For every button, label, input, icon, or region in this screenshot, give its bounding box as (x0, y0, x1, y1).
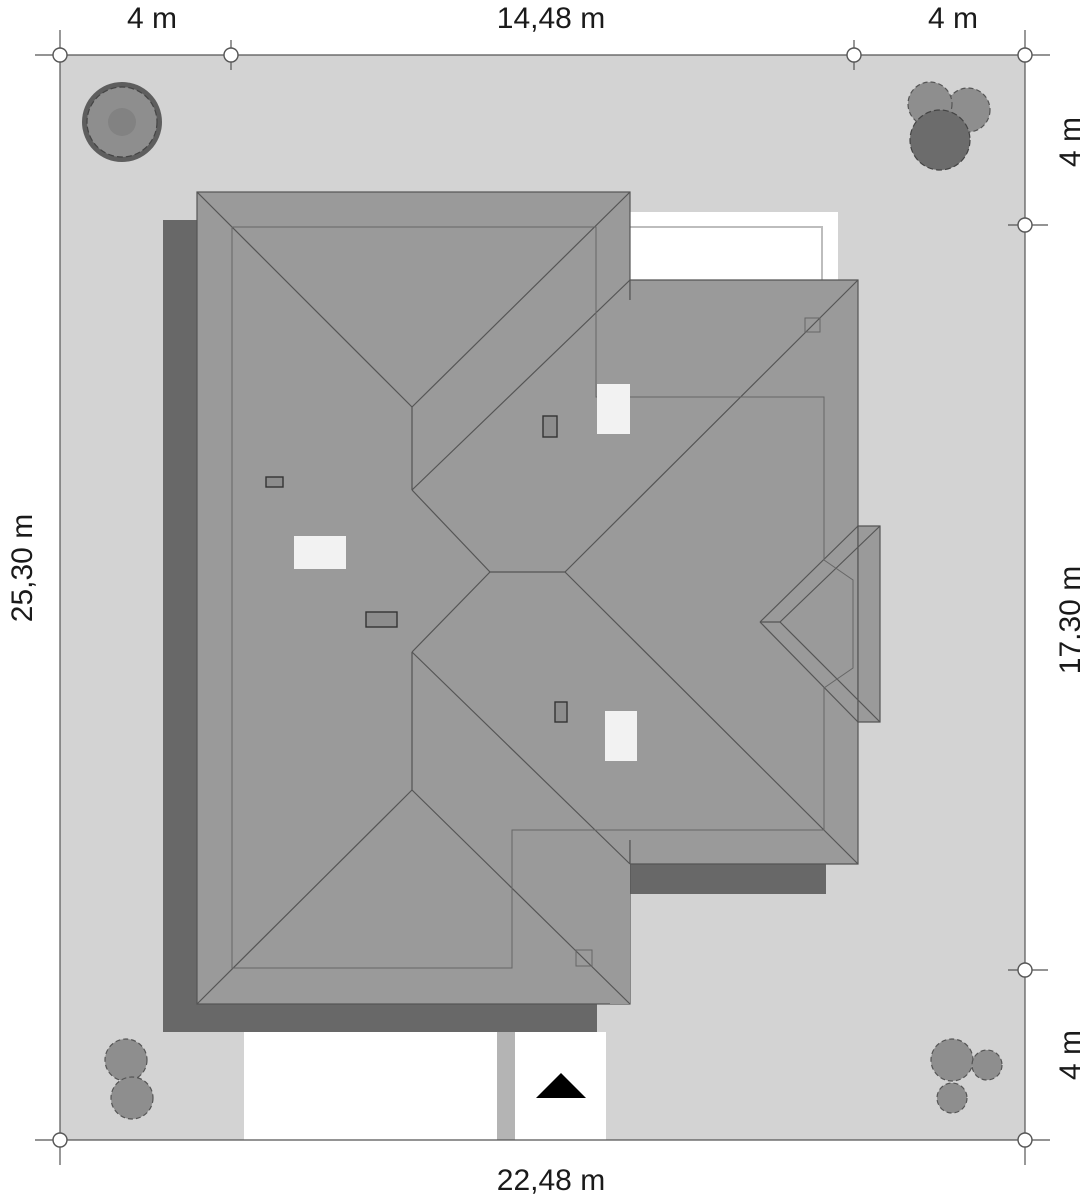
dim-left-plot-depth: 25,30 m (6, 514, 39, 622)
dimension-labels: 4 m 14,48 m 4 m 22,48 m 25,30 m 4 m 17,3… (6, 2, 1080, 1197)
driveway (497, 1005, 515, 1140)
dim-top-building-width: 14,48 m (497, 2, 605, 35)
entrance-arrow-icon (536, 1073, 586, 1098)
chimneys (265, 317, 821, 967)
dim-right-building-depth: 17,30 m (1054, 566, 1080, 674)
dim-top-left-setback: 4 m (127, 2, 177, 35)
survey-point-icon (1017, 47, 1033, 63)
survey-point-icon (223, 47, 239, 63)
tree-icon (930, 1038, 1003, 1114)
roof-skylights (294, 384, 637, 761)
survey-point-icon (1017, 1132, 1033, 1148)
tree-icon (104, 1038, 154, 1120)
survey-point-icon (846, 47, 862, 63)
tree-icon (82, 82, 162, 162)
survey-point-icon (1017, 217, 1033, 233)
terrace (628, 212, 838, 280)
dim-top-right-setback: 4 m (928, 2, 978, 35)
survey-point-icon (1017, 962, 1033, 978)
survey-point-icon (52, 1132, 68, 1148)
dim-right-bottom-setback: 4 m (1054, 1030, 1080, 1080)
dim-bottom-plot-width: 22,48 m (497, 1164, 605, 1197)
dim-right-top-setback: 4 m (1054, 117, 1080, 167)
survey-point-icon (52, 47, 68, 63)
survey-points (52, 47, 1033, 1148)
tree-icon (907, 81, 991, 171)
trees (82, 81, 1003, 1120)
